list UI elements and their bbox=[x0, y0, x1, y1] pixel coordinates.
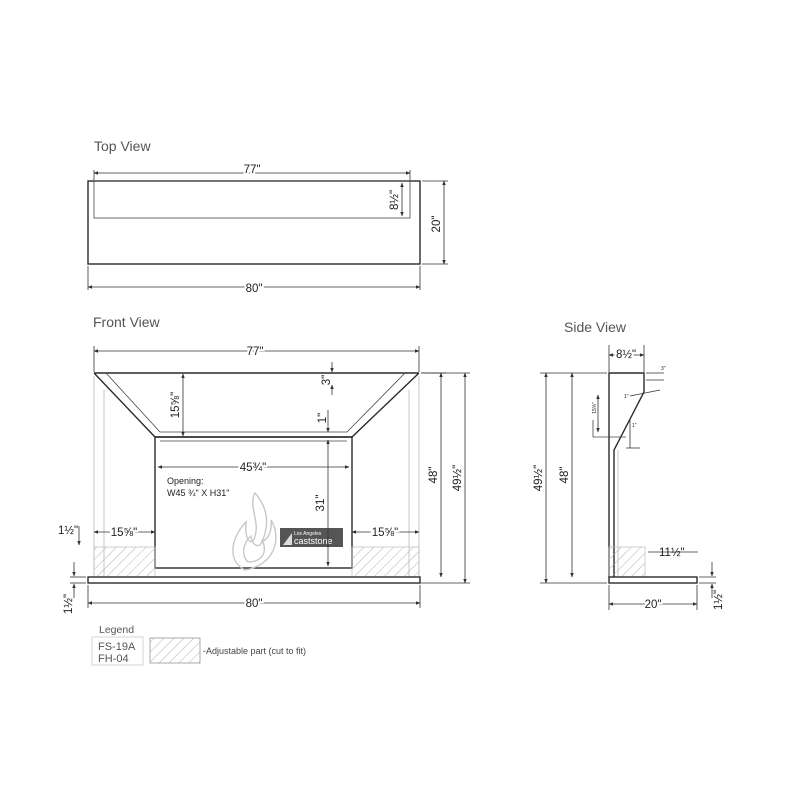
legend-code-1: FS-19A bbox=[98, 641, 136, 653]
side-small-d-label: 1" bbox=[632, 423, 637, 429]
side-view: Side View 8½" 3" 15⅝" 1" 1" 49½" 48" 11½… bbox=[531, 319, 725, 613]
legend-code-2: FH-04 bbox=[98, 653, 129, 665]
top-view-outline bbox=[87, 180, 421, 265]
side-height-label: 48" bbox=[559, 467, 571, 484]
legend: Legend FS-19A FH-04 -Adjustable part (cu… bbox=[91, 624, 306, 666]
front-plinth-label: 1½" bbox=[58, 525, 78, 537]
top-depth-label: 20" bbox=[431, 216, 443, 233]
opening-size: W45 ¾" X H31" bbox=[167, 488, 229, 498]
side-hearth bbox=[608, 576, 698, 584]
opening-label: Opening: bbox=[167, 476, 204, 486]
top-ledge-depth-label: 8½" bbox=[389, 190, 401, 210]
side-small-a-label: 3" bbox=[661, 366, 666, 372]
front-hearth-label: 1½" bbox=[63, 594, 75, 614]
legend-code-box bbox=[91, 636, 144, 666]
front-bottom-width-label: 80" bbox=[246, 598, 263, 610]
front-opening-height-label: 31" bbox=[315, 495, 327, 512]
front-left-adjustable-part bbox=[93, 546, 156, 578]
side-toe-label: 11½" bbox=[659, 547, 685, 559]
side-top-depth-label: 8½" bbox=[616, 349, 636, 361]
top-view-title: Top View bbox=[94, 138, 151, 154]
side-depth-label: 20" bbox=[645, 599, 662, 611]
front-right-leg-label: 15⅝" bbox=[372, 527, 398, 539]
front-inner-gap-label: 1" bbox=[317, 413, 329, 423]
logo-line1: Los Angeles bbox=[294, 531, 322, 537]
logo-line2: caststone bbox=[294, 536, 333, 546]
flame-icon bbox=[232, 491, 277, 571]
front-opening-width-label: 45¾" bbox=[240, 462, 266, 474]
front-view-title: Front View bbox=[93, 314, 161, 330]
front-top-width-label: 77" bbox=[247, 346, 264, 358]
front-overall-height-label: 49½" bbox=[452, 465, 464, 491]
side-small-b-label: 15⅝" bbox=[592, 402, 598, 414]
legend-hatch-label: -Adjustable part (cut to fit) bbox=[203, 646, 306, 656]
top-view-ledge bbox=[93, 180, 411, 219]
front-hood-height-label: 15⅝" bbox=[170, 392, 182, 418]
legend-title: Legend bbox=[99, 624, 134, 636]
top-bottom-width-label: 80" bbox=[246, 283, 263, 295]
front-top-band-label: 3" bbox=[321, 375, 333, 385]
side-hearth-label: 1½" bbox=[713, 590, 725, 610]
side-adjustable-part bbox=[608, 546, 646, 578]
front-view: Front View 77" Los Angeles caststone bbox=[58, 314, 470, 614]
side-profile bbox=[608, 372, 645, 577]
legend-hatch-swatch bbox=[149, 637, 201, 664]
front-hearth bbox=[87, 576, 421, 584]
top-width-label: 77" bbox=[244, 164, 261, 176]
front-left-leg-label: 15⅝" bbox=[111, 527, 137, 539]
side-view-title: Side View bbox=[564, 319, 627, 335]
caststone-logo: Los Angeles caststone bbox=[280, 528, 343, 547]
side-overall-height-label: 49½" bbox=[533, 465, 545, 491]
front-right-adjustable-part bbox=[351, 546, 420, 578]
front-height-label: 48" bbox=[428, 467, 440, 484]
side-small-c-label: 1" bbox=[624, 394, 629, 400]
top-view: Top View 77" 8½" 20" 80" bbox=[87, 138, 448, 297]
